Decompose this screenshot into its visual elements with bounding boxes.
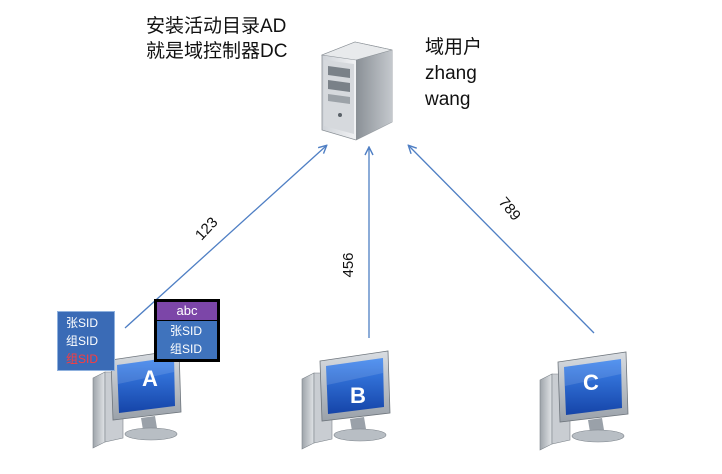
domain-users-title: 域用户 bbox=[425, 37, 483, 58]
server-caption-line-1: 安装活动目录AD bbox=[146, 16, 287, 37]
link-label-789: 789 bbox=[495, 194, 524, 224]
computer-b-icon bbox=[301, 350, 391, 450]
domain-user-wang: wang bbox=[425, 89, 471, 110]
domain-controller-server-icon bbox=[320, 41, 393, 141]
link-label-123: 123 bbox=[192, 214, 222, 244]
arrow-a-to-server bbox=[124, 146, 326, 329]
token-title: abc bbox=[157, 302, 217, 320]
computer-a-label: A bbox=[142, 366, 158, 391]
access-token-abc: abc 张SID 组SID bbox=[154, 299, 220, 362]
token-body: 张SID 组SID bbox=[157, 321, 217, 359]
sid-card-line-group: 组SID bbox=[66, 334, 99, 348]
token-line-group-sid: 组SID bbox=[170, 342, 203, 356]
computer-c-icon bbox=[539, 351, 629, 451]
arrow-c-to-server bbox=[409, 146, 595, 334]
sid-card-line-user: 张SID bbox=[66, 316, 99, 330]
sid-card-line-group-red: 组SID bbox=[66, 352, 99, 366]
sid-card: 张SID 组SID 组SID bbox=[57, 311, 115, 371]
link-label-456: 456 bbox=[340, 252, 357, 277]
computer-b-label: B bbox=[350, 383, 366, 408]
domain-user-zhang: zhang bbox=[425, 63, 477, 84]
server-caption-line-2: 就是域控制器DC bbox=[146, 41, 288, 62]
token-line-user-sid: 张SID bbox=[170, 324, 203, 338]
computer-c-label: C bbox=[583, 370, 599, 395]
